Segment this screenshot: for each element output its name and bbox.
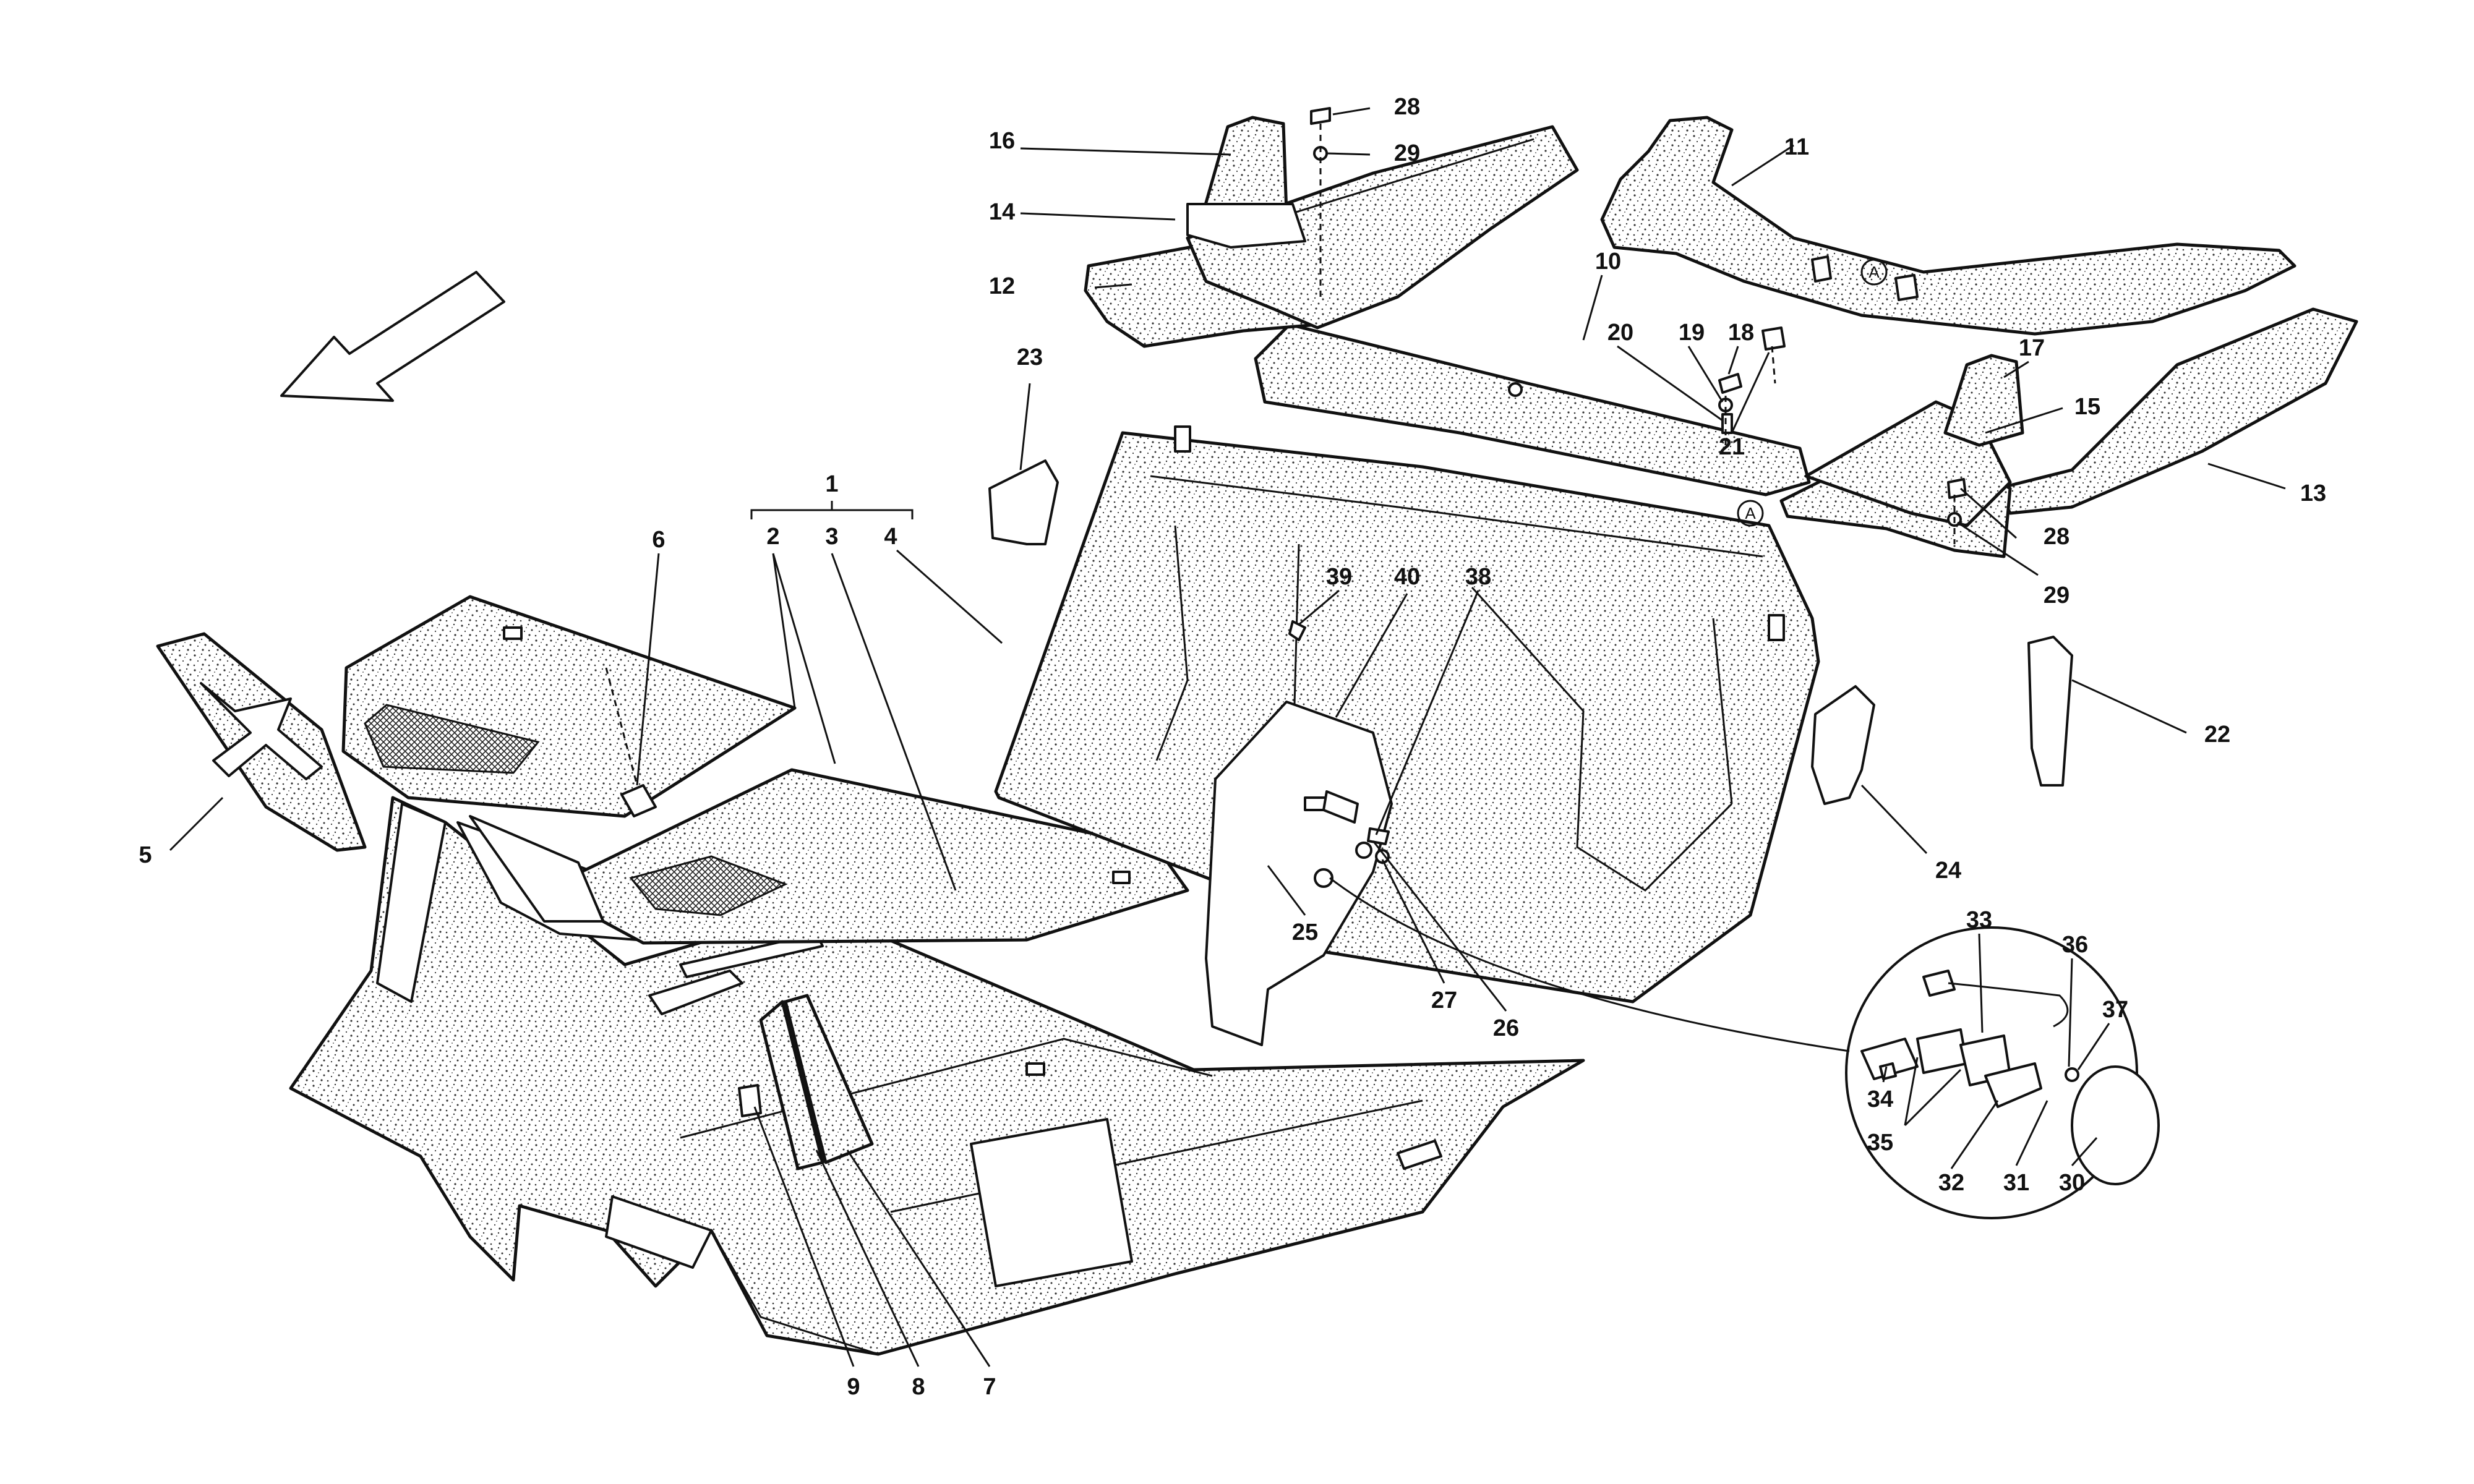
callout-4: 4 bbox=[884, 524, 897, 550]
callout-18: 18 bbox=[1728, 320, 1754, 346]
callout-6: 6 bbox=[652, 527, 665, 553]
part-20-screw bbox=[1721, 413, 1733, 434]
callout-37: 37 bbox=[2102, 997, 2128, 1023]
assembly-dashed-lines bbox=[605, 124, 1956, 786]
callout-36: 36 bbox=[2062, 932, 2088, 958]
callout-26: 26 bbox=[1493, 1015, 1519, 1041]
part-27-washer bbox=[1375, 849, 1390, 864]
part-26-nut bbox=[1355, 842, 1372, 859]
callout-25: 25 bbox=[1292, 919, 1318, 945]
callout-23: 23 bbox=[1017, 344, 1043, 370]
part-2-upper-floor-mat bbox=[341, 595, 797, 818]
callout-33: 33 bbox=[1966, 907, 1992, 933]
callout-27: 27 bbox=[1431, 987, 1457, 1013]
part-21-clip bbox=[1761, 326, 1786, 351]
callout-15: 15 bbox=[2074, 394, 2100, 420]
callout-30: 30 bbox=[2059, 1170, 2085, 1196]
part-4-rear-wall-panel bbox=[994, 425, 1820, 1004]
part-18-cap bbox=[1718, 373, 1742, 394]
detail-view-circle bbox=[1845, 926, 2160, 1219]
svg-text:A: A bbox=[1745, 504, 1756, 522]
part-11-right-trim bbox=[1600, 116, 2296, 336]
group-bracket-1 bbox=[750, 501, 914, 519]
callout-38: 38 bbox=[1465, 564, 1491, 590]
callout-16: 16 bbox=[989, 128, 1015, 154]
callout-3: 3 bbox=[825, 524, 838, 550]
callout-22: 22 bbox=[2204, 722, 2230, 748]
part-2-lower-floor-mat bbox=[469, 768, 1189, 945]
callout-7: 7 bbox=[983, 1374, 996, 1400]
callout-14: 14 bbox=[989, 199, 1015, 225]
callout-leader-lines bbox=[169, 107, 2286, 1367]
part-9-screw bbox=[738, 1084, 762, 1117]
part-28-screw-left bbox=[1310, 107, 1331, 125]
callout-13: 13 bbox=[2300, 480, 2326, 506]
part-14-base bbox=[1186, 203, 1306, 249]
part-38-clip bbox=[1367, 827, 1390, 845]
part-10-crossmember bbox=[1254, 323, 1811, 497]
callout-8: 8 bbox=[912, 1374, 925, 1400]
detail-connector-curve bbox=[1329, 877, 1850, 1052]
callout-9: 9 bbox=[847, 1374, 860, 1400]
part-7-8-brackets bbox=[759, 994, 874, 1171]
callout-17: 17 bbox=[2019, 335, 2045, 361]
reference-mark-a-upper: A bbox=[1860, 258, 1888, 286]
callout-34: 34 bbox=[1867, 1086, 1893, 1112]
callout-5: 5 bbox=[139, 842, 152, 868]
direction-arrow-icon bbox=[280, 271, 505, 402]
part-17-boot bbox=[1943, 354, 2024, 447]
callout-40: 40 bbox=[1394, 564, 1420, 590]
part-25-center-cover bbox=[1205, 701, 1393, 1046]
callout-31: 31 bbox=[2003, 1170, 2029, 1196]
callout-29-right: 29 bbox=[2044, 582, 2070, 608]
callout-20: 20 bbox=[1607, 320, 1633, 346]
part-13-right-rail bbox=[1996, 307, 2358, 515]
callout-19: 19 bbox=[1679, 320, 1705, 346]
callout-35: 35 bbox=[1867, 1130, 1893, 1156]
svg-text:A: A bbox=[1868, 263, 1880, 281]
reference-mark-a-lower: A bbox=[1737, 500, 1764, 527]
callout-12: 12 bbox=[989, 273, 1015, 299]
part-5-side-panel bbox=[156, 632, 367, 852]
callout-1: 1 bbox=[825, 471, 838, 497]
callout-24: 24 bbox=[1935, 858, 1961, 884]
part-24-bracket bbox=[1811, 685, 1875, 805]
callout-29-left: 29 bbox=[1394, 140, 1420, 166]
callout-32: 32 bbox=[1938, 1170, 1964, 1196]
callout-2: 2 bbox=[766, 524, 779, 550]
part-39-fastener bbox=[1288, 620, 1306, 641]
callout-21: 21 bbox=[1719, 434, 1745, 460]
part-6-clip bbox=[620, 784, 657, 817]
callout-28-right: 28 bbox=[2044, 524, 2070, 550]
callout-39: 39 bbox=[1326, 564, 1352, 590]
part-14-left-rail bbox=[1186, 125, 1579, 330]
part-23-bracket bbox=[988, 459, 1059, 545]
callout-28-left: 28 bbox=[1394, 94, 1420, 120]
callout-10: 10 bbox=[1595, 249, 1621, 275]
part-22-bracket bbox=[2027, 636, 2073, 787]
part-28-screw-right bbox=[1947, 478, 1967, 499]
callout-11: 11 bbox=[1784, 134, 1809, 160]
